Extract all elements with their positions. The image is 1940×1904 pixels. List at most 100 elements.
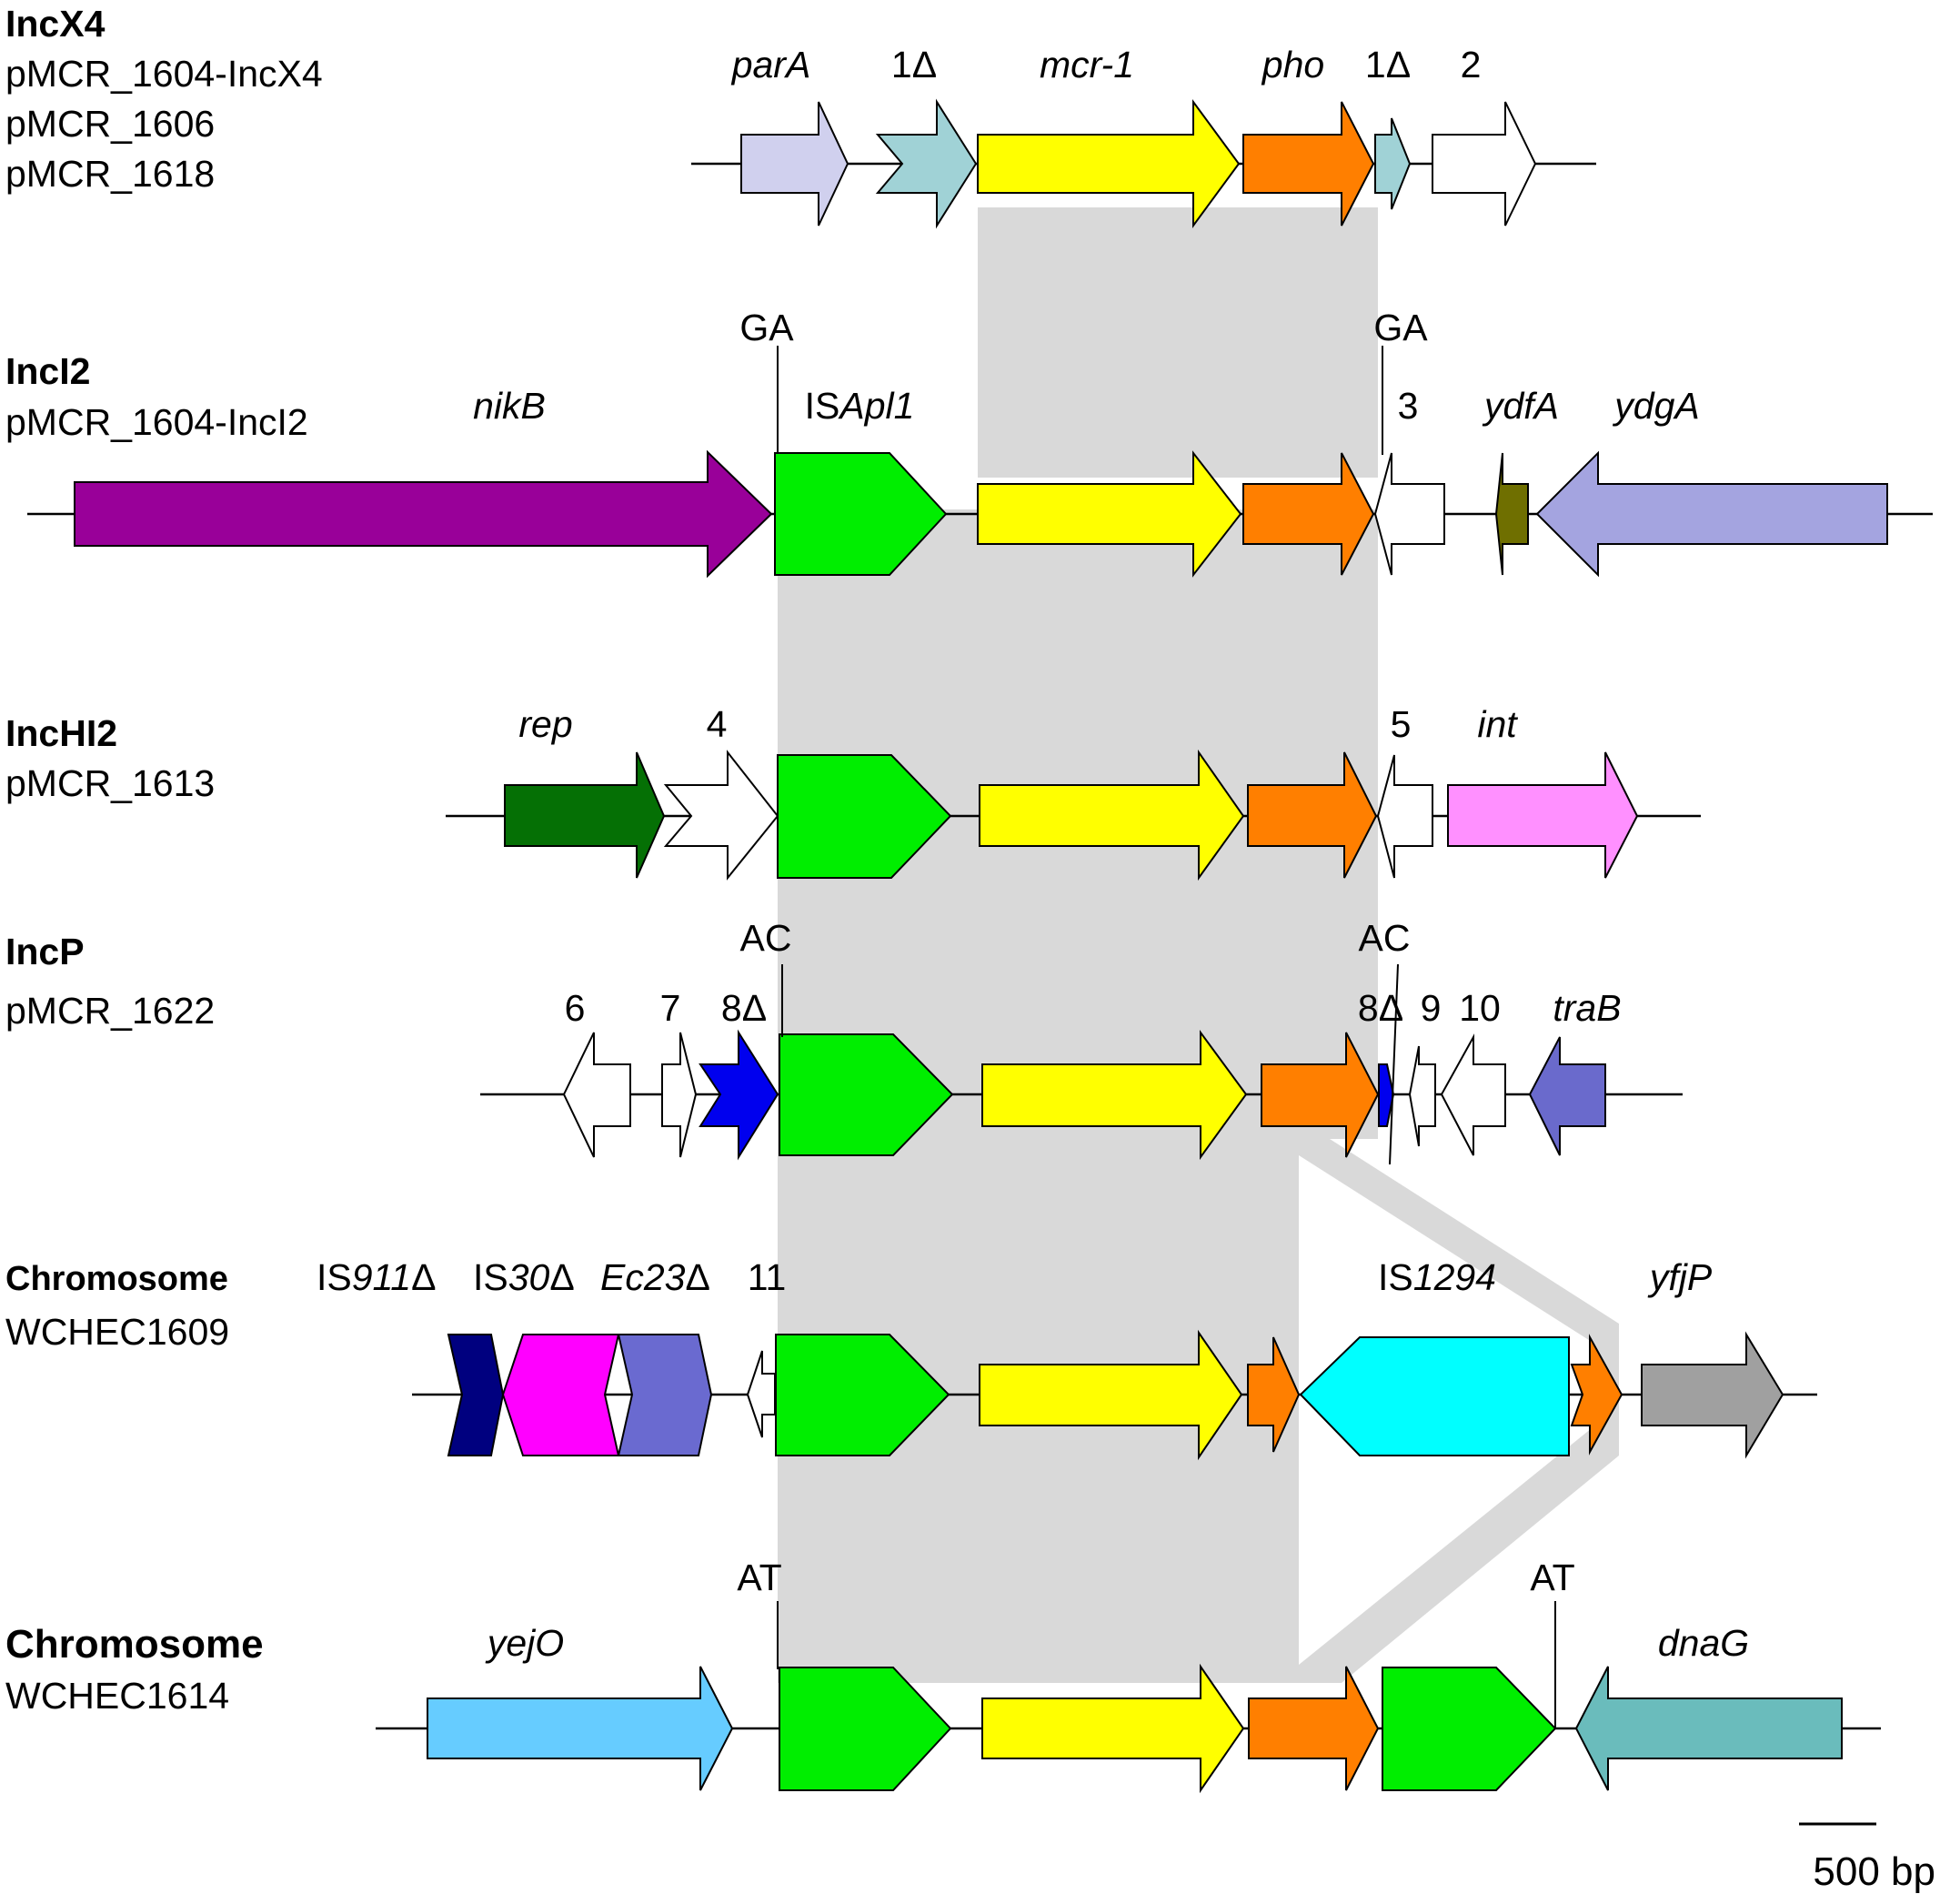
- gene-is1294: [1299, 1336, 1570, 1456]
- gene-mcr-1: [979, 749, 1245, 881]
- gene-isapl1: [779, 1033, 954, 1156]
- gene-label-9: 9: [1421, 987, 1442, 1029]
- gene-isapl1: [779, 1667, 952, 1791]
- gene-8-delta: [1378, 1063, 1395, 1127]
- gene-pho-part: [1570, 1334, 1623, 1456]
- gene-label-4: 4: [707, 703, 728, 745]
- gene-9: [1408, 1045, 1436, 1147]
- track-inci2: GA GA nikB ISApl1 3 ydfA ydgA: [27, 307, 1933, 579]
- gene-yejO: [427, 1666, 734, 1791]
- gene-label-nikB: nikB: [473, 385, 546, 427]
- plasmid-name: pMCR_1606: [5, 103, 215, 145]
- plasmid-name: pMCR_1618: [5, 153, 215, 195]
- gene-mcr-1: [981, 1029, 1248, 1161]
- gene-pho-part: [1247, 1336, 1301, 1453]
- gene-yfjP: [1641, 1331, 1784, 1459]
- gene-label-dnaG: dnaG: [1658, 1622, 1749, 1664]
- gene-label-6: 6: [565, 987, 586, 1029]
- target-site-label: AT: [737, 1556, 781, 1598]
- gene-8-delta: [699, 1029, 779, 1161]
- gene-isapl1: [774, 452, 948, 576]
- plasmid-name: WCHEC1614: [5, 1675, 229, 1717]
- gene-isapl1: [1382, 1667, 1557, 1791]
- track-incp: AC AC 6 7 8Δ 8Δ 9 10 traB: [480, 917, 1683, 1165]
- group-title-inci2: IncI2: [5, 350, 90, 392]
- gene-nikB: [74, 449, 773, 579]
- gene-dnaG: [1574, 1666, 1843, 1791]
- target-site-label: GA: [739, 307, 794, 348]
- gene-pho: [1247, 751, 1378, 879]
- gene-label-mcr-1: mcr-1: [1040, 44, 1134, 86]
- gene-label-rep: rep: [518, 703, 572, 745]
- gene-pho: [1242, 101, 1375, 227]
- gene-label-is911-delta: IS911Δ: [317, 1256, 437, 1298]
- gene-label-11: 11: [748, 1256, 787, 1298]
- homology-shading: [778, 207, 1619, 1683]
- gene-label-5: 5: [1391, 703, 1412, 745]
- scale-bar-label: 500 bp: [1813, 1849, 1935, 1894]
- plasmid-name: pMCR_1622: [5, 990, 215, 1032]
- gene-5: [1376, 754, 1433, 879]
- gene-label-8-delta: 8Δ: [721, 987, 767, 1029]
- gene-mcr-1: [977, 98, 1241, 229]
- gene-int: [1447, 751, 1639, 879]
- gene-label-ydgA: ydgA: [1612, 385, 1699, 427]
- target-site-label: GA: [1373, 307, 1428, 348]
- gene-ydfA: [1494, 452, 1529, 576]
- gene-1-delta: [875, 98, 978, 229]
- target-site-label: AC: [1359, 917, 1411, 959]
- group-title-inchi2: IncHI2: [5, 712, 117, 754]
- gene-is30-delta: [501, 1334, 620, 1456]
- gene-mcr-1: [977, 450, 1242, 578]
- gene-mcr-1: [979, 1329, 1243, 1461]
- gene-pho: [1242, 452, 1375, 576]
- gene-label-parA: parA: [730, 44, 811, 86]
- gene-10: [1440, 1033, 1506, 1156]
- gene-label-3: 3: [1398, 385, 1419, 427]
- gene-isapl1: [775, 1334, 950, 1456]
- gene-label-traB: traB: [1553, 987, 1621, 1029]
- gene-isapl1: [777, 754, 952, 879]
- gene-label-ec23-delta: Ec23Δ: [600, 1256, 710, 1298]
- gene-label-10: 10: [1459, 987, 1501, 1029]
- gene-1-delta: [1374, 117, 1412, 210]
- target-site-label: AC: [740, 917, 792, 959]
- group-title-chromosome-1609: Chromosome: [5, 1260, 228, 1298]
- gene-pho: [1248, 1666, 1380, 1791]
- plasmid-name: pMCR_1613: [5, 762, 215, 804]
- gene-rep: [504, 751, 666, 879]
- gene-4: [663, 750, 779, 881]
- scale-bar: 500 bp: [1799, 1822, 1935, 1894]
- gene-11: [746, 1350, 776, 1438]
- is1294-insertion-connector: [1299, 1139, 1619, 1683]
- homology-band-incx4-inci2: [978, 207, 1378, 478]
- plasmid-name: pMCR_1604-IncX4: [5, 53, 323, 95]
- gene-label-yfjP: yfjP: [1647, 1256, 1713, 1298]
- gene-ec23-delta: [617, 1334, 713, 1456]
- plasmid-name: WCHEC1609: [5, 1311, 229, 1353]
- gene-label-8-delta: 8Δ: [1358, 987, 1403, 1029]
- gene-traB: [1528, 1036, 1606, 1156]
- gene-label-is1294: IS1294: [1378, 1256, 1496, 1298]
- left-labels: IncX4 pMCR_1604-IncX4 pMCR_1606 pMCR_161…: [5, 3, 323, 1717]
- gene-label-ydfA: ydfA: [1482, 385, 1559, 427]
- gene-ydgA: [1535, 450, 1888, 578]
- track-chromosome-1609: IS911Δ IS30Δ Ec23Δ 11 IS1294 yfjP: [317, 1256, 1817, 1461]
- gene-is911-delta: [447, 1334, 505, 1456]
- gene-label-int: int: [1477, 703, 1518, 745]
- gene-parA: [740, 101, 849, 227]
- group-title-chromosome-1614: Chromosome: [5, 1622, 264, 1667]
- gene-6: [562, 1032, 631, 1158]
- gene-label-1-delta: 1Δ: [891, 44, 937, 86]
- gene-label-isapl1: ISApl1: [805, 385, 915, 427]
- track-chromosome-1614: AT AT yejO dnaG: [376, 1556, 1881, 1794]
- track-inchi2: rep 4 5 int: [446, 703, 1701, 881]
- gene-7: [661, 1032, 698, 1158]
- target-site-label: AT: [1530, 1556, 1574, 1598]
- plasmid-name: pMCR_1604-IncI2: [5, 401, 308, 443]
- gene-label-7: 7: [660, 987, 681, 1029]
- gene-label-is30-delta: IS30Δ: [473, 1256, 575, 1298]
- gene-mcr-1: [981, 1663, 1245, 1794]
- track-incx4: parA 1Δ mcr-1 pho 1Δ 2: [691, 44, 1596, 229]
